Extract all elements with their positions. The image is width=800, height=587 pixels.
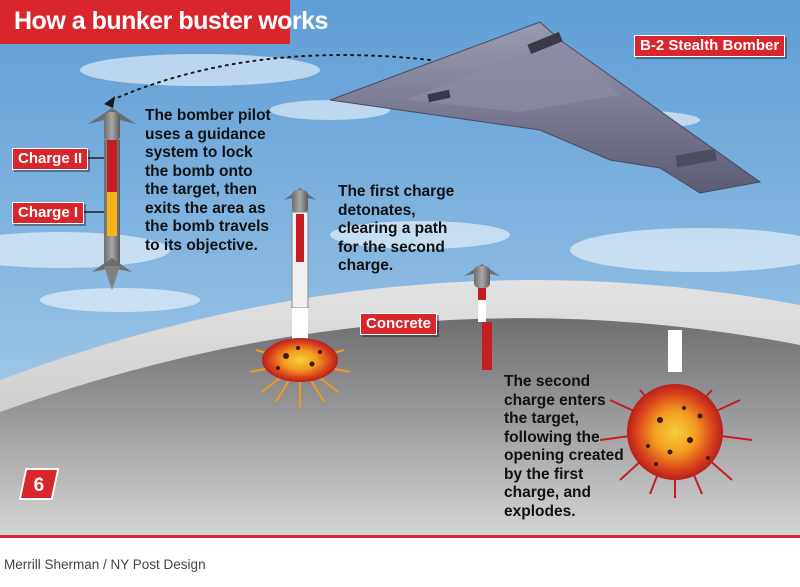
scene-graphics (0, 0, 800, 537)
credit-line: Merrill Sherman / NY Post Design (4, 557, 206, 572)
infographic-scene: How a bunker buster works B-2 Stealth Bo… (0, 0, 800, 537)
bomber-label: B-2 Stealth Bomber (634, 35, 786, 57)
title-banner: How a bunker buster works (0, 0, 328, 44)
bomb-first-charge-icon (284, 188, 316, 344)
second-shaft (668, 330, 682, 372)
trajectory-arrow-icon (104, 96, 115, 108)
charge-one-segment (107, 192, 117, 236)
page-number: 6 (33, 475, 44, 496)
bomb-full-icon (88, 108, 136, 290)
charge-two-label: Charge II (12, 148, 89, 170)
concrete-label: Concrete (360, 313, 438, 335)
charge-one-label: Charge I (12, 202, 85, 224)
caption-step2: The first charge detonates, clearing a p… (338, 183, 455, 274)
page-title: How a bunker buster works (14, 7, 328, 35)
caption-step3: The second charge enters the target, fol… (504, 373, 624, 520)
second-explosion-icon (599, 384, 753, 498)
footer-divider (0, 535, 800, 538)
first-explosion-icon (249, 338, 351, 408)
bomb-second-charge-icon (464, 264, 500, 370)
page-number-badge: 6 (18, 468, 60, 500)
b2-bomber-icon (329, 21, 762, 194)
trajectory-path (111, 54, 431, 101)
caption-step1: The bomber pilot uses a guidance system … (145, 107, 271, 254)
ground-dome (0, 318, 800, 537)
charge-two-segment (107, 140, 117, 192)
